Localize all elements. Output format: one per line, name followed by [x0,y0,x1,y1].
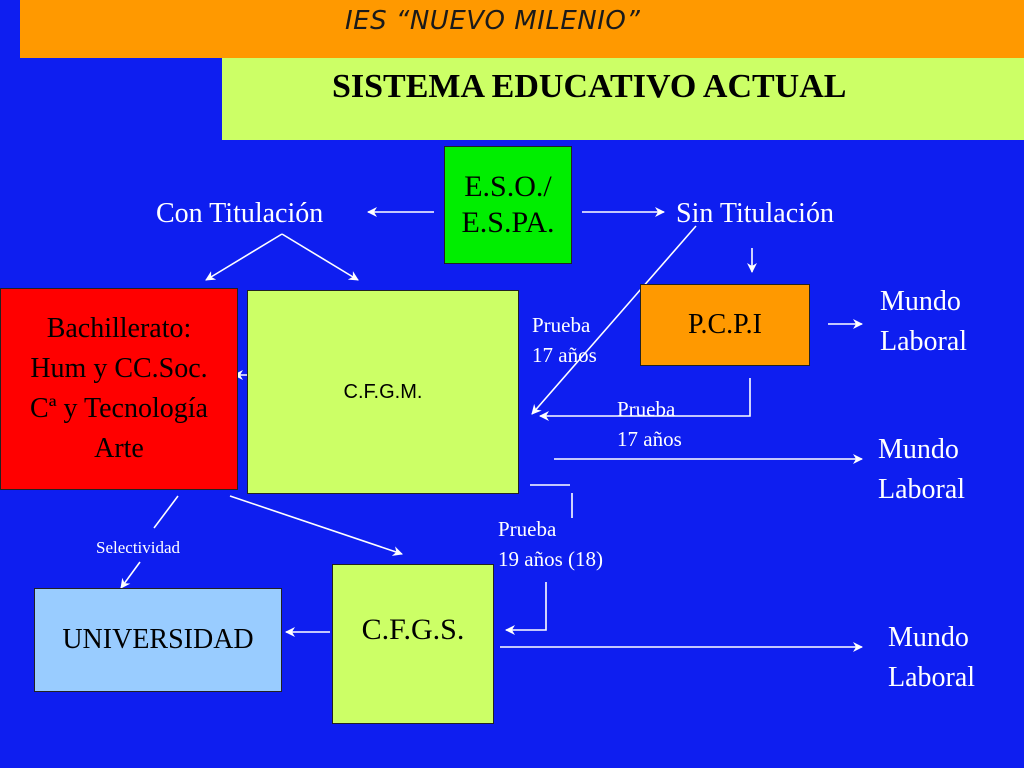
prueba-17-anos-b: Prueba 17 años [617,394,682,454]
arrow-sin-to-cfgm-prueba [531,225,697,415]
arrow-con-to-bachillerato [205,233,283,281]
school-name: IES “NUEVO MILENIO” [345,6,641,36]
eso-line-1: E.S.O./ [464,170,552,203]
con-titulacion-label: Con Titulación [156,198,324,229]
pcpi-box: P.C.P.I [640,284,810,366]
arrow-pcpi-to-cfgm [539,378,751,421]
prueba-17-b-line-2: 17 años [617,427,682,451]
header-bar [20,0,1024,58]
prueba-19-anos: Prueba 19 años (18) [498,514,603,574]
universidad-box: UNIVERSIDAD [34,588,282,692]
eso-box: E.S.O./ E.S.PA. [444,146,572,264]
mundo-laboral-2-line-2: Laboral [878,474,966,505]
prueba-17-b-line-1: Prueba [617,397,676,421]
selectividad-label: Selectividad [96,538,181,557]
prueba-19-line-1: Prueba [498,517,557,541]
mundo-laboral-3-line-2: Laboral [888,662,976,693]
mundo-laboral-3: Mundo Laboral [888,618,975,698]
title-band: SISTEMA EDUCATIVO ACTUAL [222,58,1024,140]
bachillerato-line-2: Hum y CC.Soc. [30,353,208,384]
cfgs-label: C.F.G.S. [361,613,465,646]
arrow-prueba19-to-cfgs [505,582,547,635]
cfgm-box: C.F.G.M. [247,290,519,494]
bachillerato-line-1: Bachillerato: [46,313,192,344]
mundo-laboral-1-line-2: Laboral [880,326,968,357]
mundo-laboral-3-line-1: Mundo [888,622,969,653]
cfgs-box: C.F.G.S. [332,564,494,724]
mundo-laboral-1: Mundo Laboral [880,282,967,362]
bachillerato-box: Bachillerato: Hum y CC.Soc. Cª y Tecnolo… [0,288,238,490]
page-title: SISTEMA EDUCATIVO ACTUAL [332,68,847,105]
arrow-selectividad-to-universidad [120,561,141,589]
universidad-label: UNIVERSIDAD [62,624,254,655]
mundo-laboral-2: Mundo Laboral [878,430,965,510]
cfgm-label: C.F.G.M. [343,380,423,403]
mundo-laboral-2-line-1: Mundo [878,434,959,465]
prueba-17-anos-a: Prueba 17 años [532,310,597,370]
arrow-con-to-cfgm [281,233,359,281]
arrow-bachillerato-to-cfgs [229,495,403,556]
eso-line-2: E.S.PA. [461,206,555,239]
prueba-17-a-line-1: Prueba [532,313,591,337]
sin-titulacion-label: Sin Titulación [676,198,834,229]
bachillerato-line-4: Arte [94,433,144,464]
mundo-laboral-1-line-1: Mundo [880,286,961,317]
prueba-17-a-line-2: 17 años [532,343,597,367]
bachillerato-line-3: Cª y Tecnología [30,393,208,424]
pcpi-label: P.C.P.I [688,309,762,340]
prueba-19-line-2: 19 años (18) [498,547,603,571]
